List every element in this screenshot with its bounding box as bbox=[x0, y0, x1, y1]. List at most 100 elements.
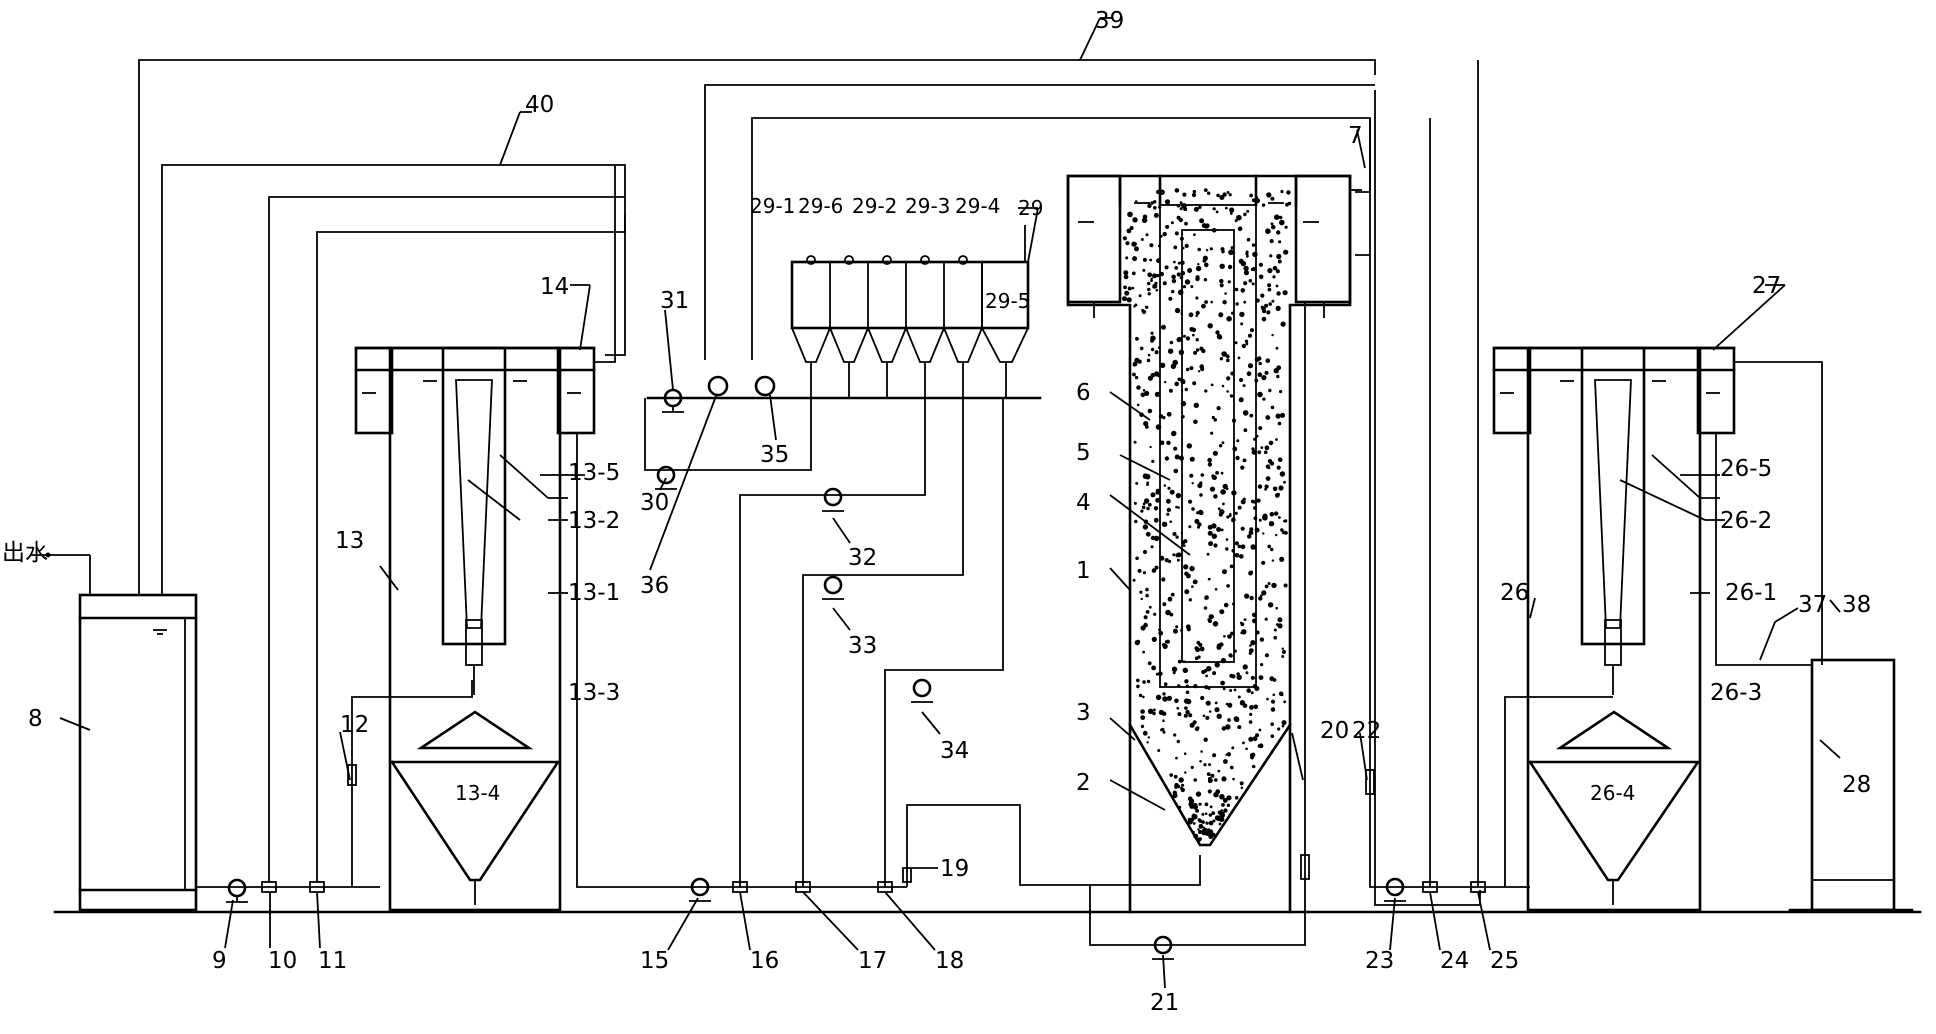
media-particle bbox=[1122, 296, 1127, 302]
media-particle bbox=[1204, 262, 1209, 268]
media-particle bbox=[1143, 622, 1148, 628]
media-particle bbox=[1209, 805, 1213, 809]
label-38: 38 bbox=[1842, 592, 1871, 618]
media-particle bbox=[1156, 189, 1161, 195]
media-particle bbox=[1207, 789, 1212, 794]
media-particle bbox=[1230, 765, 1234, 770]
media-particle bbox=[1267, 582, 1271, 585]
media-particle bbox=[1261, 316, 1267, 322]
media-particle bbox=[1190, 804, 1194, 808]
media-particle bbox=[1198, 205, 1202, 209]
media-particle bbox=[1240, 526, 1245, 531]
media-particle bbox=[1258, 274, 1264, 280]
media-particle bbox=[1157, 346, 1161, 350]
media-particle bbox=[1131, 241, 1137, 247]
media-particle bbox=[1184, 387, 1189, 392]
media-particle bbox=[1192, 822, 1196, 825]
media-particle bbox=[1184, 243, 1189, 248]
media-particle bbox=[1208, 820, 1214, 826]
media-particle bbox=[1216, 794, 1219, 797]
media-particle bbox=[1142, 268, 1146, 272]
media-particle bbox=[1207, 778, 1213, 783]
label-10: 10 bbox=[268, 948, 297, 974]
media-particle bbox=[1139, 590, 1143, 594]
media-particle bbox=[1197, 837, 1202, 842]
media-particle bbox=[1265, 358, 1271, 364]
label-13-1: 13-1 bbox=[568, 580, 620, 606]
media-particle bbox=[1213, 543, 1218, 548]
media-particle bbox=[1206, 224, 1210, 228]
media-particle bbox=[1131, 271, 1136, 276]
media-particle bbox=[1266, 310, 1271, 315]
media-particle bbox=[1239, 781, 1244, 786]
media-particle bbox=[1150, 279, 1153, 282]
label-33: 33 bbox=[848, 633, 877, 659]
media-particle bbox=[1270, 405, 1275, 410]
media-particle bbox=[1229, 394, 1234, 398]
media-particle bbox=[1204, 595, 1209, 600]
label-37: 37 bbox=[1798, 592, 1827, 618]
media-particle bbox=[1177, 805, 1182, 810]
media-particle bbox=[1228, 249, 1234, 256]
media-particle bbox=[1141, 309, 1147, 315]
media-particle bbox=[1191, 192, 1197, 198]
media-particle bbox=[1281, 647, 1285, 650]
pump-32 bbox=[822, 487, 844, 512]
media-particle bbox=[1171, 430, 1177, 437]
media-particle bbox=[1283, 583, 1288, 588]
media-particle bbox=[1251, 243, 1256, 247]
media-particle bbox=[1184, 279, 1191, 285]
media-particle bbox=[1203, 668, 1208, 673]
media-particle bbox=[1248, 720, 1253, 724]
media-particle bbox=[1276, 230, 1281, 235]
media-particle bbox=[1216, 527, 1222, 532]
pump-15 bbox=[689, 877, 711, 902]
media-particle bbox=[1271, 333, 1274, 337]
media-particle bbox=[1171, 274, 1176, 280]
flowmeter-20 bbox=[1300, 854, 1310, 880]
media-particle bbox=[1135, 556, 1139, 561]
media-particle bbox=[1240, 465, 1245, 470]
media-particle bbox=[1217, 769, 1221, 773]
media-particle bbox=[1258, 596, 1263, 601]
media-particle bbox=[1252, 618, 1257, 624]
media-particle bbox=[1199, 493, 1203, 497]
media-particle bbox=[1220, 528, 1224, 532]
pipe-20 bbox=[1089, 302, 1306, 946]
media-particle bbox=[1173, 245, 1178, 250]
media-particle bbox=[1273, 635, 1277, 640]
media-particle bbox=[1208, 763, 1211, 767]
media-particle bbox=[1255, 434, 1259, 438]
label-21: 21 bbox=[1150, 990, 1179, 1016]
media-particle bbox=[1142, 524, 1149, 530]
media-particle bbox=[1230, 246, 1235, 250]
media-particle bbox=[1149, 258, 1152, 262]
media-particle bbox=[1147, 203, 1152, 209]
media-particle bbox=[1192, 333, 1195, 337]
media-particle bbox=[1278, 485, 1284, 491]
media-particle bbox=[1249, 193, 1253, 198]
media-particle bbox=[1198, 823, 1204, 829]
media-particle bbox=[1257, 450, 1262, 455]
media-particle bbox=[1127, 211, 1133, 218]
media-particle bbox=[1140, 724, 1145, 729]
media-particle bbox=[1211, 811, 1216, 815]
media-particle bbox=[1279, 215, 1283, 220]
pump-36 bbox=[704, 84, 1375, 397]
media-particle bbox=[1170, 221, 1174, 225]
media-particle bbox=[1150, 331, 1154, 335]
media-particle bbox=[1221, 776, 1227, 782]
media-particle bbox=[1279, 219, 1285, 226]
label-18: 18 bbox=[935, 948, 964, 974]
media-particle bbox=[1229, 689, 1233, 692]
media-particle bbox=[1215, 330, 1220, 335]
label-23: 23 bbox=[1365, 948, 1394, 974]
media-particle bbox=[1243, 300, 1247, 304]
media-particle bbox=[1252, 612, 1257, 618]
media-particle bbox=[1166, 498, 1171, 504]
media-particle bbox=[1200, 750, 1203, 753]
media-particle bbox=[1199, 510, 1204, 516]
media-particle bbox=[1203, 737, 1208, 742]
media-particle bbox=[1269, 461, 1275, 466]
media-particle bbox=[1279, 556, 1285, 562]
